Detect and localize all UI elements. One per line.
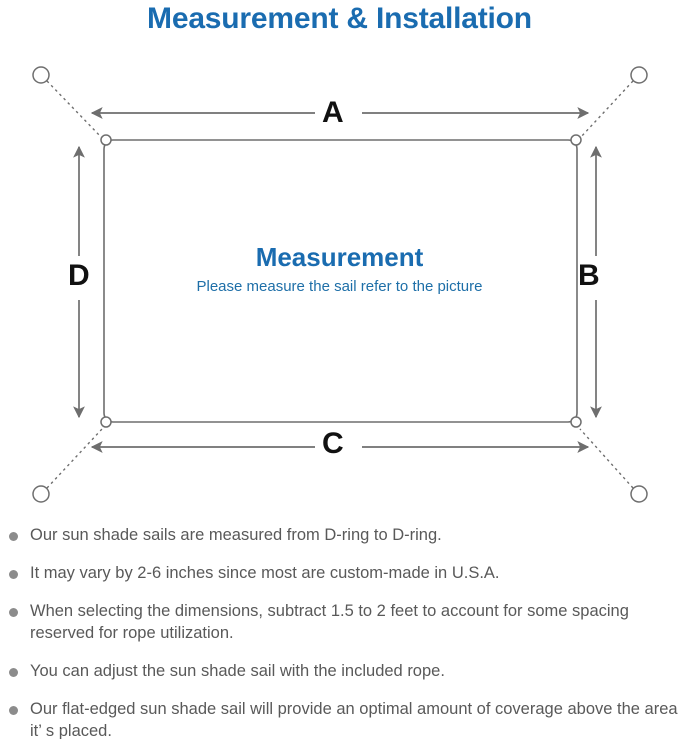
d-ring-bottom-left [100, 416, 112, 428]
bullet-icon [9, 532, 18, 541]
diagram-center-subtext: Please measure the sail refer to the pic… [196, 278, 483, 295]
page-title: Measurement & Installation [147, 2, 532, 35]
list-item: It may vary by 2-6 inches since most are… [0, 562, 679, 584]
sail-diagram-svg [32, 66, 648, 503]
rope-line-top-right [579, 80, 634, 139]
d-rings [100, 134, 582, 428]
bullet-icon [9, 668, 18, 677]
anchor-point-top-left [32, 66, 50, 84]
note-text: It may vary by 2-6 inches since most are… [30, 564, 500, 582]
d-ring-top-left [100, 134, 112, 146]
sail-diagram: A B C D Measurement Please measure the s… [0, 48, 679, 518]
list-item: Our flat-edged sun shade sail will provi… [0, 698, 679, 739]
dimension-label-c: C [322, 427, 344, 460]
anchor-point-bottom-left [32, 485, 50, 503]
rope-lines [46, 80, 634, 489]
anchor-point-bottom-right [630, 485, 648, 503]
bullet-icon [9, 570, 18, 579]
rope-line-top-left [46, 80, 103, 139]
note-text: You can adjust the sun shade sail with t… [30, 662, 445, 680]
dimension-label-a: A [322, 96, 344, 129]
list-item: Our sun shade sails are measured from D-… [0, 524, 679, 546]
bullet-icon [9, 706, 18, 715]
d-ring-top-right [570, 134, 582, 146]
notes-list: Our sun shade sails are measured from D-… [0, 524, 679, 739]
sail-body [103, 139, 578, 423]
rope-line-bottom-right [579, 428, 634, 489]
dimension-label-d: D [68, 259, 90, 292]
note-text: Our sun shade sails are measured from D-… [30, 526, 442, 544]
list-item: You can adjust the sun shade sail with t… [0, 660, 679, 682]
bullet-icon [9, 608, 18, 617]
note-text: Our flat-edged sun shade sail will provi… [30, 700, 678, 739]
anchor-points [32, 66, 648, 503]
diagram-center-heading: Measurement [255, 242, 424, 272]
note-text: When selecting the dimensions, subtract … [30, 602, 629, 642]
anchor-point-top-right [630, 66, 648, 84]
rope-line-bottom-left [46, 428, 103, 489]
d-ring-bottom-right [570, 416, 582, 428]
list-item: When selecting the dimensions, subtract … [0, 600, 679, 644]
dimension-label-b: B [578, 259, 600, 292]
